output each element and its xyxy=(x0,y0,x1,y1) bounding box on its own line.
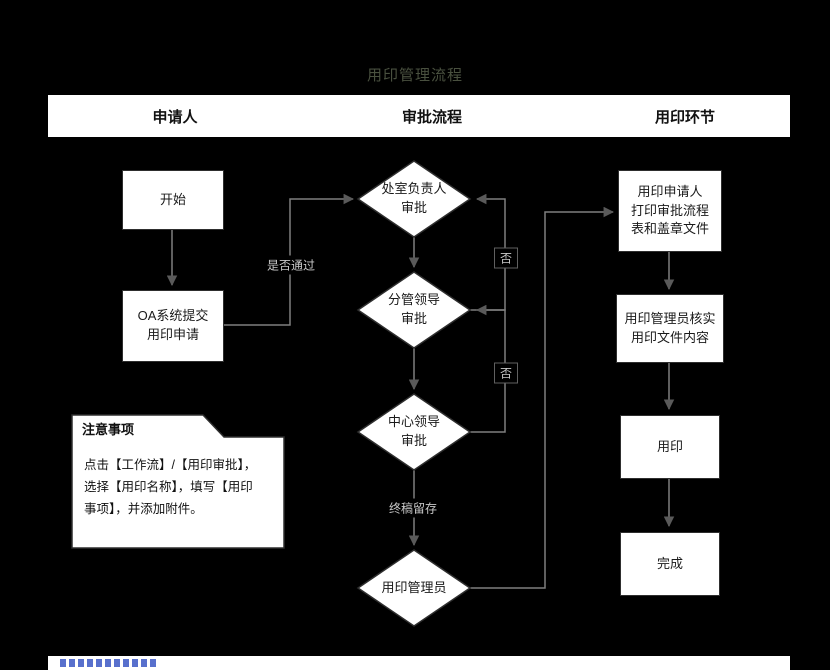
bottom-strip xyxy=(48,656,790,670)
edge-label-pass: 是否通过 xyxy=(262,255,320,275)
diamond-seal-admin xyxy=(356,549,472,627)
lane-header-applicant: 申请人 xyxy=(152,108,198,126)
note-body: 点击【工作流】/【用印审批】， 选择【用印名称】，填写【用印 事项】，并添加附件… xyxy=(84,458,257,516)
node-oa-submit: OA系统提交 用印申请 xyxy=(122,290,224,362)
lane-header-seal-phase: 用印环节 xyxy=(654,108,716,126)
diamond-division-leader xyxy=(356,271,472,349)
lane-header-band: 申请人 审批流程 用印环节 xyxy=(48,95,790,137)
diamond-label-division-leader: 分管领导 审批 xyxy=(387,292,440,326)
diamond-label-center-leader: 中心领导 审批 xyxy=(387,414,440,448)
diamond-label-dept-head: 处室负责人 审批 xyxy=(381,181,447,215)
diamond-label-seal-admin: 用印管理员 xyxy=(381,579,447,595)
node-verify-docs: 用印管理员核实 用印文件内容 xyxy=(616,294,724,363)
note-tab-title: 注意事项 xyxy=(82,422,135,437)
diamond-dept-head xyxy=(356,160,472,238)
page-title: 用印管理流程 xyxy=(366,67,463,84)
edge-label-no-1: 否 xyxy=(493,247,519,269)
lane-header-approval: 审批流程 xyxy=(401,108,463,126)
edge-label-no-2: 否 xyxy=(493,362,519,384)
edge-label-final-archive: 终稿留存 xyxy=(384,498,442,518)
node-print-docs: 用印申请人 打印审批流程 表和盖章文件 xyxy=(618,170,722,252)
diamond-center-leader xyxy=(356,393,472,471)
edge-seal-admin-to-print xyxy=(470,206,615,589)
node-start: 开始 xyxy=(122,170,224,230)
node-done: 完成 xyxy=(620,532,720,596)
diamond-shapes xyxy=(356,160,472,627)
note-shape xyxy=(71,414,285,549)
node-seal: 用印 xyxy=(620,415,720,479)
watermark-fragment xyxy=(60,659,156,667)
